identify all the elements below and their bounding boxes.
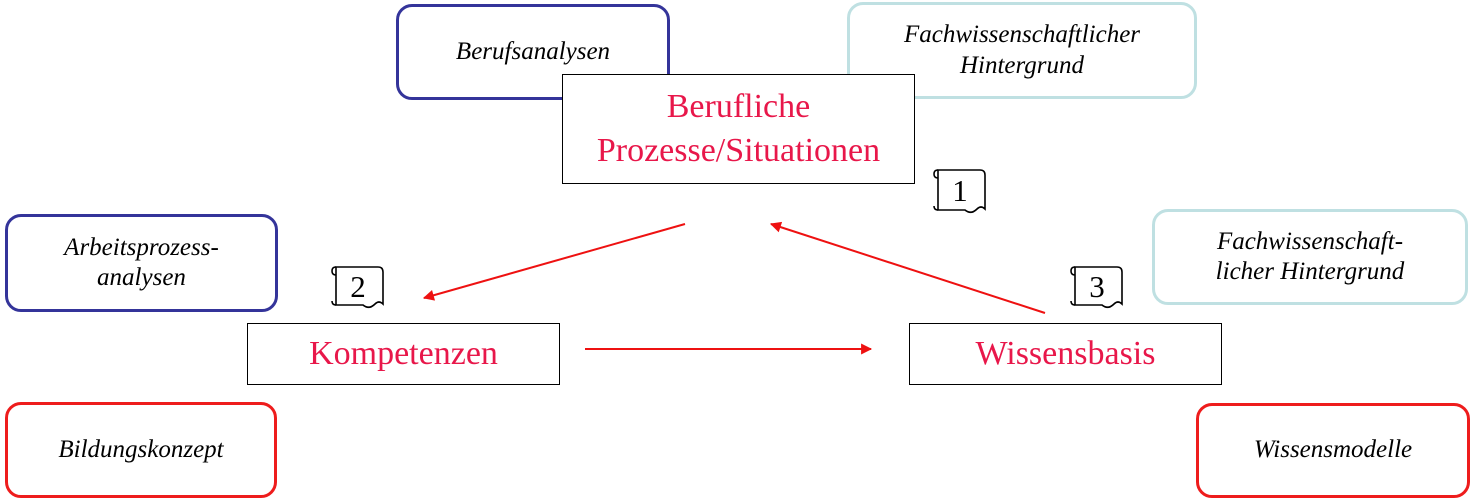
fachwissenschaftlicher-hintergrund-right-label: Fachwissenschaft- licher Hintergrund: [1215, 227, 1405, 286]
berufsanalysen-label: Berufsanalysen: [455, 37, 611, 65]
scroll-icon: [1070, 266, 1123, 309]
bildungskonzept-label: Bildungskonzept: [58, 435, 224, 463]
wissensmodelle-label: Wissensmodelle: [1253, 436, 1413, 464]
step-1-number: 1: [952, 173, 968, 208]
step-2-marker: 2: [331, 262, 385, 312]
kompetenzen-label: Kompetenzen: [309, 334, 498, 372]
step-2-number: 2: [350, 269, 366, 304]
berufliche-prozesse-label: Berufliche Prozesse/Situationen: [596, 87, 881, 169]
arrow-prozesse-to-kompetenzen: [422, 223, 686, 301]
arbeitsprozessanalysen-label: Arbeitsprozess- analysen: [64, 233, 219, 292]
wissensbasis-label: Wissensbasis: [975, 334, 1156, 372]
bildungskonzept-box: Bildungskonzept: [5, 402, 277, 498]
berufliche-prozesse-box: Berufliche Prozesse/Situationen: [562, 74, 915, 184]
kompetenzen-box: Kompetenzen: [247, 323, 560, 385]
step-3-marker: 3: [1070, 262, 1124, 312]
arbeitsprozessanalysen-box: Arbeitsprozess- analysen: [5, 214, 278, 312]
step-1-marker: 1: [933, 165, 987, 217]
scroll-icon: [933, 169, 986, 214]
fachwissenschaftlicher-hintergrund-top-label: Fachwissenschaftlicher Hintergrund: [903, 21, 1141, 79]
wissensmodelle-box: Wissensmodelle: [1196, 403, 1470, 498]
arrow-wissensbasis-to-prozesse: [769, 221, 1046, 314]
fachwissenschaftlicher-hintergrund-right-box: Fachwissenschaft- licher Hintergrund: [1152, 209, 1468, 305]
step-3-number: 3: [1089, 269, 1105, 304]
wissensbasis-box: Wissensbasis: [909, 323, 1222, 385]
scroll-icon: [331, 266, 384, 309]
